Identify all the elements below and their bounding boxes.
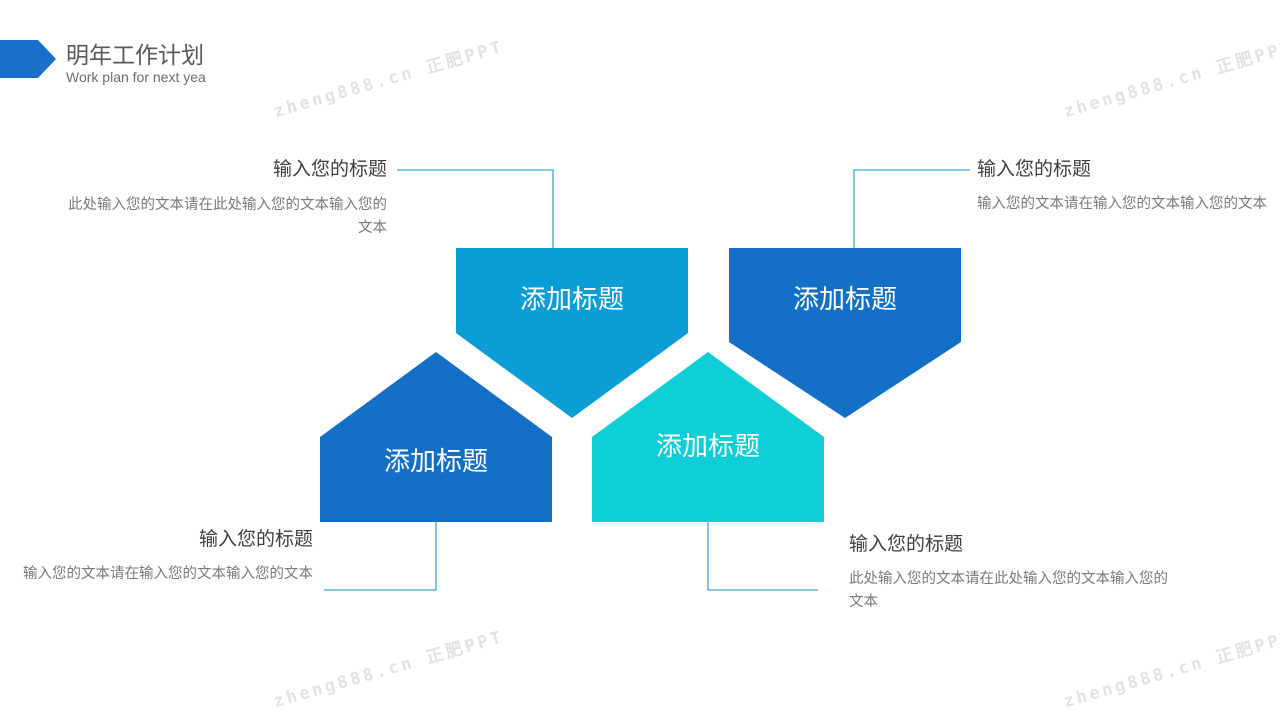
header-tab-arrow-icon xyxy=(0,40,56,78)
item-4-desc: 此处输入您的文本请在此处输入您的文本输入您的文本 xyxy=(849,571,1168,610)
item-4-title: 输入您的标题 xyxy=(849,533,964,555)
item-3-desc: 输入您的文本请在输入您的文本输入您的文本 xyxy=(23,566,313,582)
connector-line-2 xyxy=(853,169,970,248)
connector-line-4 xyxy=(707,522,818,591)
block-2-label: 添加标题 xyxy=(792,285,897,315)
item-2-title: 输入您的标题 xyxy=(977,158,1092,180)
block-1-shape xyxy=(456,248,688,418)
connector-line-3 xyxy=(324,522,437,591)
item-1-desc: 此处输入您的文本请在此处输入您的文本输入您的文本 xyxy=(68,197,387,236)
item-3-title: 输入您的标题 xyxy=(198,528,313,550)
block-2-shape xyxy=(729,248,961,418)
block-3-shape xyxy=(320,352,552,522)
block-1-label: 添加标题 xyxy=(519,285,624,315)
block-4-shape xyxy=(592,352,824,522)
slide-title: 明年工作计划 xyxy=(66,43,204,69)
item-1-title: 输入您的标题 xyxy=(272,158,387,180)
slide-subtitle: Work plan for next yea xyxy=(66,69,206,85)
item-2-desc: 输入您的文本请在输入您的文本输入您的文本 xyxy=(977,196,1267,212)
block-4-label: 添加标题 xyxy=(655,432,760,462)
header-tab-shape xyxy=(0,40,56,78)
connector-line-1 xyxy=(397,169,554,248)
block-3-label: 添加标题 xyxy=(383,447,488,477)
